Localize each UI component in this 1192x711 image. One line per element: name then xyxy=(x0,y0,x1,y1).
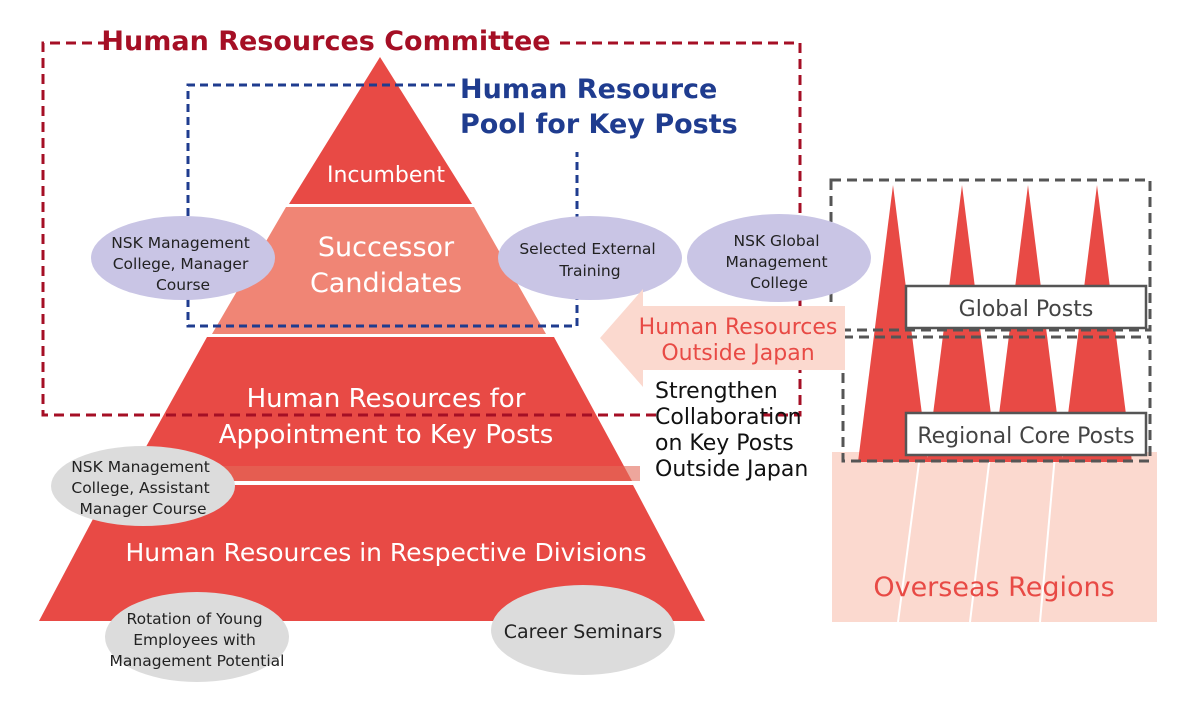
program-ellipse xyxy=(105,592,289,682)
program-line: Management xyxy=(725,253,827,271)
program-career-seminars: Career Seminars xyxy=(491,585,675,675)
regional-core-posts-box xyxy=(904,411,1148,457)
divisions-label: Human Resources in Respective Divisions xyxy=(125,538,646,567)
committee-title: Human Resources Committee xyxy=(101,26,550,57)
appointment-label-line1: Human Resources for xyxy=(247,384,526,414)
global-posts-label: Global Posts xyxy=(959,297,1094,322)
program-line: Career Seminars xyxy=(504,621,662,643)
program-text: Rotation of Young Employees with Managem… xyxy=(110,610,285,670)
region-divider xyxy=(897,454,921,623)
program-assistant-course: NSK Management College, Assistant Manage… xyxy=(51,446,235,526)
program-line: College, Assistant xyxy=(71,479,209,497)
program-line: Rotation of Young xyxy=(127,610,263,628)
key-pool-title-line2: Pool for Key Posts xyxy=(460,109,738,140)
program-ellipse xyxy=(491,585,675,675)
pyramid-successor-tier xyxy=(212,207,546,334)
overseas-regions-label: Overseas Regions xyxy=(873,572,1114,603)
incumbent-label: Incumbent xyxy=(327,163,445,188)
key-pool-frame: Human Resource Pool for Key Posts xyxy=(186,74,738,328)
region-spike-1 xyxy=(858,185,928,462)
successor-label-line1: Successor xyxy=(318,232,455,263)
program-line: Selected External xyxy=(519,240,655,258)
global-posts-box xyxy=(904,284,1148,330)
program-line: NSK Management xyxy=(111,234,250,252)
collaboration-line: Collaboration xyxy=(655,405,802,430)
collaboration-text: Strengthen Collaboration on Key Posts Ou… xyxy=(655,379,809,482)
program-line: NSK Management xyxy=(71,458,210,476)
program-ellipse xyxy=(51,446,235,526)
overseas-upper-dashed-frame xyxy=(829,178,1152,332)
program-line: NSK Global xyxy=(734,232,820,250)
program-line: College, Manager xyxy=(113,255,249,273)
program-ellipse xyxy=(687,214,871,302)
program-text: Career Seminars xyxy=(504,621,662,643)
program-text: Selected External Training xyxy=(519,240,660,280)
overseas-lower-dashed-frame xyxy=(841,335,1152,463)
appointment-label-line2: Appointment to Key Posts xyxy=(219,420,554,450)
pyramid-incumbent-tier xyxy=(289,57,472,204)
collaboration-line: Strengthen xyxy=(655,379,778,404)
region-divider xyxy=(969,454,991,623)
outside-japan-arrow xyxy=(600,289,845,387)
collaboration-line: on Key Posts xyxy=(655,431,794,456)
program-line: Employees with xyxy=(133,631,256,649)
successor-label-line2: Candidates xyxy=(310,268,462,299)
pyramid-divisions-tier xyxy=(39,485,705,621)
program-ellipse xyxy=(498,216,682,300)
program-text: NSK Management College, Manager Course xyxy=(111,234,255,294)
program-line: Manager Course xyxy=(80,500,207,518)
program-line: Training xyxy=(558,262,620,280)
program-text: NSK Management College, Assistant Manage… xyxy=(71,458,215,518)
regional-core-posts-label: Regional Core Posts xyxy=(917,424,1134,449)
program-global-college: NSK Global Management College xyxy=(687,214,871,302)
region-divider xyxy=(1039,454,1056,623)
pyramid: Incumbent Successor Candidates Human Res… xyxy=(39,57,705,621)
outside-japan-arrow-group: Human Resources Outside Japan xyxy=(600,289,845,387)
pyramid-appointment-band xyxy=(120,466,640,481)
program-line: Course xyxy=(156,276,210,294)
pyramid-appointment-tier xyxy=(127,337,632,481)
program-rotation: Rotation of Young Employees with Managem… xyxy=(105,592,289,682)
outside-japan-label-line1: Human Resources xyxy=(639,315,838,340)
program-line: College xyxy=(750,274,808,292)
overseas-regions-background xyxy=(832,452,1157,622)
program-ellipse xyxy=(91,216,275,300)
collaboration-line: Outside Japan xyxy=(655,457,808,482)
program-manager-course: NSK Management College, Manager Course xyxy=(91,216,275,300)
program-line: Management Potential xyxy=(110,652,285,670)
program-external-training: Selected External Training xyxy=(498,216,682,300)
key-pool-title-line1: Human Resource xyxy=(460,74,717,105)
outside-japan-label-line2: Outside Japan xyxy=(661,341,814,366)
program-text: NSK Global Management College xyxy=(725,232,832,292)
overseas-regions-graphic: Global Posts Regional Core Posts Oversea… xyxy=(829,178,1157,623)
